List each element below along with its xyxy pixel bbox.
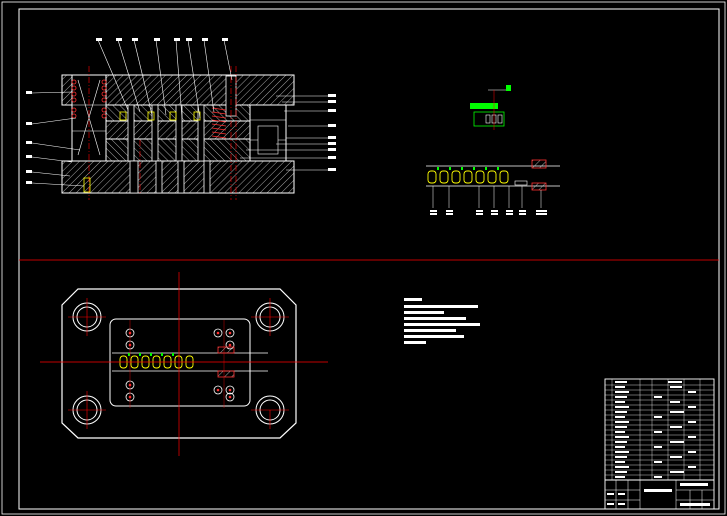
die-insert-outline xyxy=(109,318,251,407)
assembly-section-view xyxy=(26,38,336,200)
balloon-marks-top xyxy=(96,38,228,41)
balloon-marks-right xyxy=(328,94,336,171)
parts-list-title-block xyxy=(604,378,715,510)
technical-notes xyxy=(404,298,480,344)
guide-hole-centers xyxy=(68,298,289,429)
lower-die-plan-view xyxy=(40,272,328,456)
balloon-leaders-top xyxy=(97,39,233,119)
guide-balls xyxy=(71,79,107,119)
balloon-leaders-right xyxy=(240,95,328,171)
die-openings xyxy=(129,160,211,194)
balloon-leaders-left xyxy=(31,91,85,187)
balloon-marks-left xyxy=(26,91,32,184)
spring xyxy=(211,107,227,139)
part-detail xyxy=(470,85,511,130)
strip-layout xyxy=(426,159,560,215)
